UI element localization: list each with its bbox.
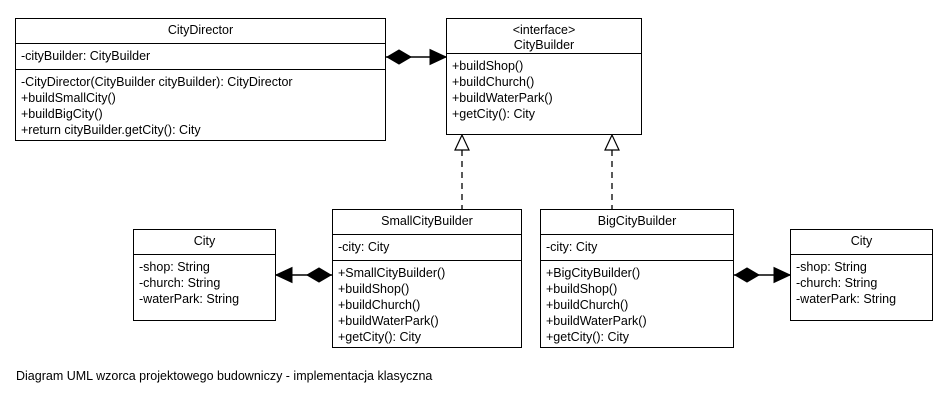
attribute-item: -shop: String xyxy=(139,260,210,274)
operation-item: +buildWaterPark() xyxy=(338,314,439,328)
class-box-city-right[interactable]: City -shop: String -church: String -wate… xyxy=(790,229,933,321)
attribute-item: -church: String xyxy=(796,276,878,290)
attribute-item: -shop: String xyxy=(796,260,867,274)
edge-director-to-citybuilder xyxy=(386,48,448,66)
edge-bigcitybuilder-realizes-citybuilder xyxy=(604,133,620,209)
arrowhead-to-city-right xyxy=(774,267,790,283)
operation-item: +return cityBuilder.getCity(): City xyxy=(21,123,201,137)
operation-item: +buildWaterPark() xyxy=(546,314,647,328)
class-box-city-left[interactable]: City -shop: String -church: String -wate… xyxy=(133,229,276,321)
class-attributes-bigcitybuilder: -city: City xyxy=(541,234,733,260)
operation-item: +BigCityBuilder() xyxy=(546,266,641,280)
class-header-citybuilder: <interface> CityBuilder xyxy=(447,19,641,53)
arrowhead-to-citybuilder xyxy=(430,49,446,65)
attribute-item: -waterPark: String xyxy=(139,292,240,306)
operation-item: +buildChurch() xyxy=(546,298,629,312)
class-name-bigcitybuilder: BigCityBuilder xyxy=(597,214,677,228)
arrowhead-to-city-left xyxy=(276,267,292,283)
edge-bigcitybuilder-to-city-right xyxy=(734,266,792,284)
class-name-citybuilder: CityBuilder xyxy=(513,38,575,52)
class-name-citydirector: CityDirector xyxy=(167,23,234,37)
edge-smallcitybuilder-to-city-left xyxy=(274,266,332,284)
operation-item: +buildShop() xyxy=(338,282,410,296)
class-attributes-citydirector: -cityBuilder: CityBuilder xyxy=(16,43,385,69)
attribute-item: -waterPark: String xyxy=(796,292,897,306)
operation-item: -CityDirector(CityBuilder cityBuilder): … xyxy=(21,75,293,89)
class-name-city-left: City xyxy=(193,234,216,248)
class-box-smallcitybuilder[interactable]: SmallCityBuilder -city: City +SmallCityB… xyxy=(332,209,522,348)
class-operations-citybuilder: +buildShop() +buildChurch() +buildWaterP… xyxy=(447,53,641,127)
attribute-item: -city: City xyxy=(338,240,390,254)
operation-item: +buildChurch() xyxy=(452,75,535,89)
class-operations-smallcitybuilder: +SmallCityBuilder() +buildShop() +buildC… xyxy=(333,260,521,350)
operation-item: +SmallCityBuilder() xyxy=(338,266,446,280)
class-box-bigcitybuilder[interactable]: BigCityBuilder -city: City +BigCityBuild… xyxy=(540,209,734,348)
diagram-caption: Diagram UML wzorca projektowego budownic… xyxy=(16,369,433,383)
operation-item: +buildSmallCity() xyxy=(21,91,116,105)
edge-smallcitybuilder-realizes-citybuilder xyxy=(454,133,470,209)
operation-item: +buildWaterPark() xyxy=(452,91,553,105)
class-box-citybuilder[interactable]: <interface> CityBuilder +buildShop() +bu… xyxy=(446,18,642,135)
class-attributes-smallcitybuilder: -city: City xyxy=(333,234,521,260)
class-box-citydirector[interactable]: CityDirector -cityBuilder: CityBuilder -… xyxy=(15,18,386,141)
class-attributes-city-left: -shop: String -church: String -waterPark… xyxy=(134,254,275,312)
operation-item: +buildShop() xyxy=(546,282,618,296)
class-attributes-city-right: -shop: String -church: String -waterPark… xyxy=(791,254,932,312)
attribute-item: -cityBuilder: CityBuilder xyxy=(21,49,151,63)
class-operations-citydirector: -CityDirector(CityBuilder cityBuilder): … xyxy=(16,69,385,143)
operation-item: +buildBigCity() xyxy=(21,107,103,121)
operation-item: +getCity(): City xyxy=(338,330,422,344)
class-operations-bigcitybuilder: +BigCityBuilder() +buildShop() +buildChu… xyxy=(541,260,733,350)
attribute-item: -church: String xyxy=(139,276,221,290)
operation-item: +getCity(): City xyxy=(452,107,536,121)
attribute-item: -city: City xyxy=(546,240,598,254)
operation-item: +buildChurch() xyxy=(338,298,421,312)
class-stereotype-citybuilder: <interface> xyxy=(512,23,576,37)
operation-item: +buildShop() xyxy=(452,59,524,73)
operation-item: +getCity(): City xyxy=(546,330,630,344)
class-name-smallcitybuilder: SmallCityBuilder xyxy=(381,214,473,228)
class-name-city-right: City xyxy=(850,234,873,248)
